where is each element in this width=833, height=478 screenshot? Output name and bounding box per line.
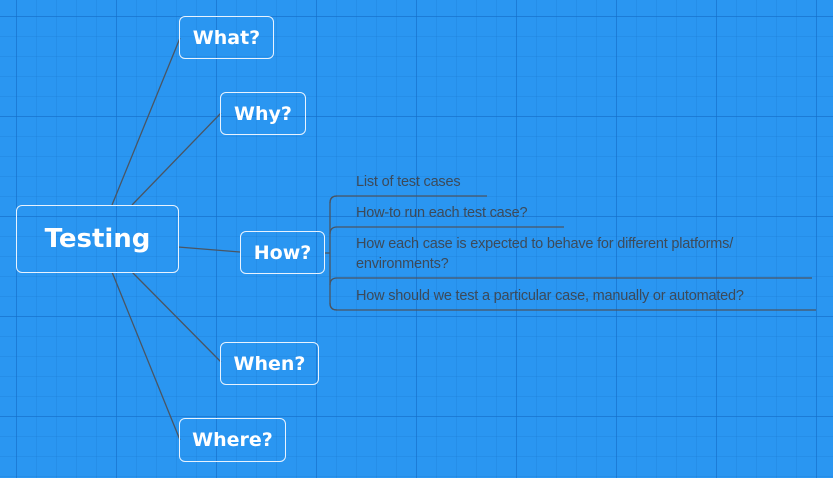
leaf-label: How each case is expected to behave for … — [356, 236, 734, 252]
underline-leaf-4 — [329, 302, 816, 311]
underline-leaf-3 — [329, 277, 812, 286]
leaf-label: How-to run each test case? — [356, 205, 528, 221]
branch-node-when[interactable]: When? — [220, 342, 319, 385]
branch-node-where[interactable]: Where? — [179, 418, 286, 462]
branch-node-label: How? — [253, 241, 312, 264]
underline-leaf-1 — [329, 195, 487, 204]
leaf-node-expected-behavior[interactable]: How each case is expected to behave for … — [356, 234, 733, 274]
connector-what — [111, 37, 181, 206]
leaf-node-how-to-run[interactable]: How-to run each test case? — [356, 203, 528, 223]
connector-where — [111, 271, 181, 441]
connector-how — [177, 246, 241, 253]
leaf-label-line2: environments? — [356, 256, 449, 272]
underline-leaf-2 — [329, 226, 564, 235]
leaf-node-list-of-test-cases[interactable]: List of test cases — [356, 172, 461, 192]
leaf-label: How should we test a particular case, ma… — [356, 288, 744, 304]
branch-node-label: Why? — [234, 102, 292, 125]
branch-node-label: When? — [233, 352, 306, 375]
branch-node-label: What? — [192, 26, 261, 49]
branch-node-label: Where? — [192, 429, 273, 451]
root-node-testing[interactable]: Testing — [16, 205, 179, 273]
connector-when — [131, 271, 222, 363]
branch-node-how[interactable]: How? — [240, 231, 325, 274]
connector-why — [131, 112, 222, 206]
branch-node-what[interactable]: What? — [179, 16, 274, 59]
branch-node-why[interactable]: Why? — [220, 92, 306, 135]
leaf-node-manual-or-automated[interactable]: How should we test a particular case, ma… — [356, 286, 744, 306]
root-node-label: Testing — [44, 224, 151, 254]
leaf-label: List of test cases — [356, 174, 461, 190]
